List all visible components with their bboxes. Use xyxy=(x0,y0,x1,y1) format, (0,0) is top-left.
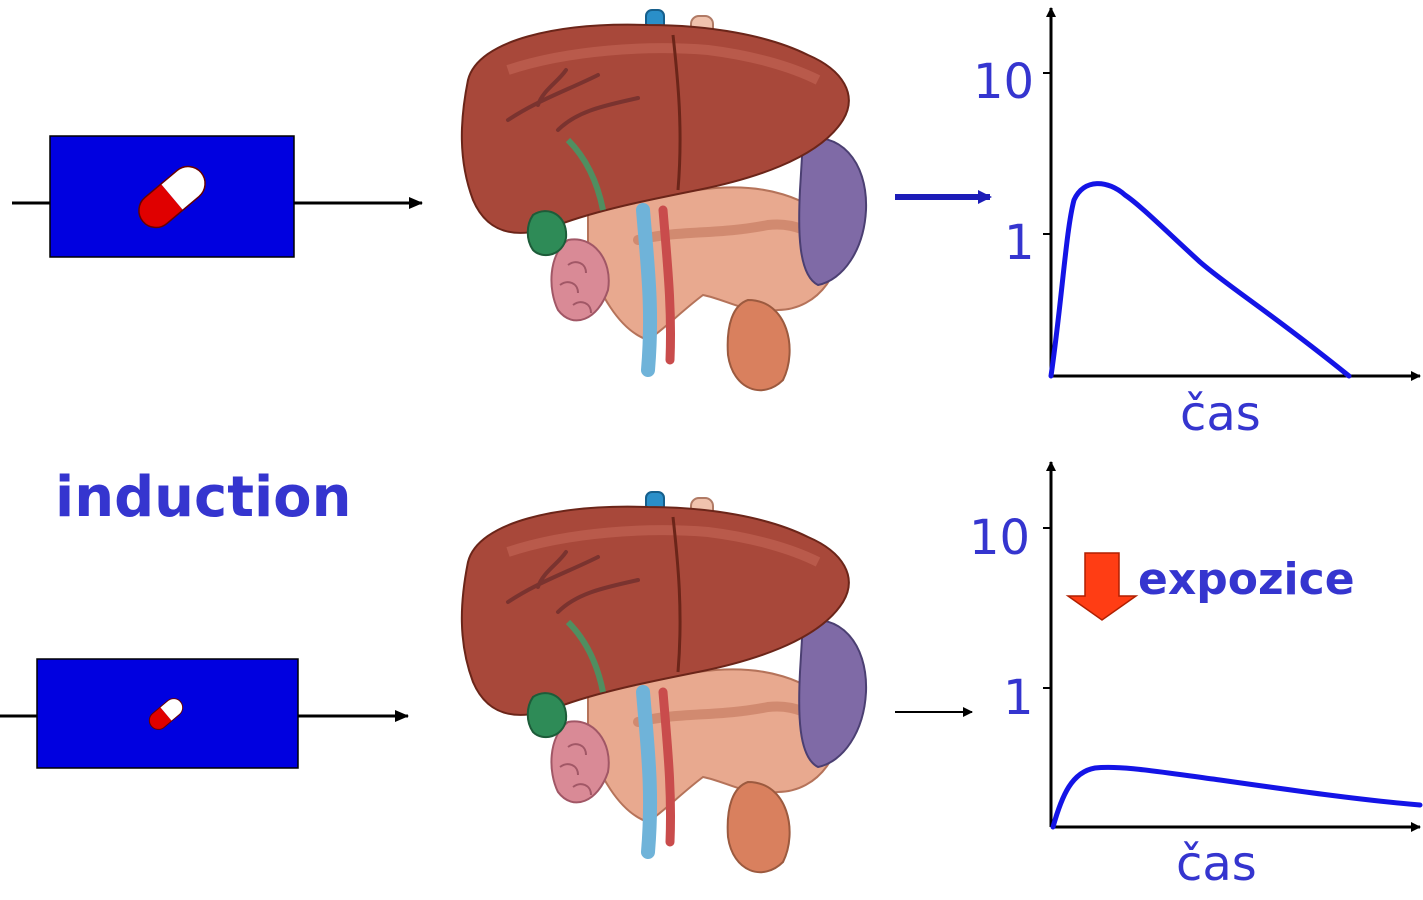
y-tick-label-10: 10 xyxy=(973,58,1034,106)
y-tick-label-1: 1 xyxy=(1004,219,1035,267)
liver-illustration-2 xyxy=(462,492,866,872)
y-tick-label-1: 1 xyxy=(1003,674,1034,722)
concentration-curve-induced xyxy=(1053,767,1420,827)
dose-input-row-2 xyxy=(0,659,408,768)
x-axis-label: čas xyxy=(1180,390,1261,438)
dose-input-row-1 xyxy=(12,136,422,257)
induction-label: induction xyxy=(55,470,352,526)
concentration-chart-2 xyxy=(1043,462,1420,827)
concentration-chart-1 xyxy=(1043,8,1420,376)
decrease-arrow-icon xyxy=(1068,553,1136,620)
concentration-curve-baseline xyxy=(1051,184,1349,376)
exposure-label: expozice xyxy=(1138,558,1355,602)
liver-illustration-1 xyxy=(462,10,866,390)
x-axis-label: čas xyxy=(1176,840,1257,888)
y-tick-label-10: 10 xyxy=(969,514,1030,562)
